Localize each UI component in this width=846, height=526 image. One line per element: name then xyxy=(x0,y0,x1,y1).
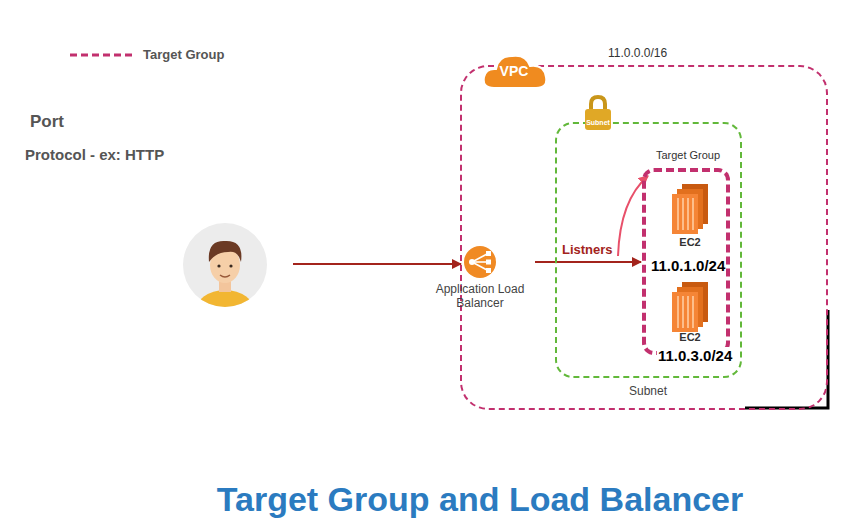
cidr-label: 11.0.1.0/24 xyxy=(650,257,726,274)
bracket-line xyxy=(745,310,828,408)
vpc-badge-text: VPC xyxy=(500,63,529,79)
request-arrow xyxy=(293,263,461,265)
target-group: Target GroupEC211.0.1.0/24EC211.0.3.0/24 xyxy=(642,168,730,355)
diagram-title: Target Group and Load Balancer xyxy=(217,480,743,519)
load-balancer: Application Load Balancer xyxy=(425,244,535,316)
cidr-label: 11.0.0.0/16 xyxy=(608,46,667,60)
subnet-badge-text: Subnet xyxy=(586,119,610,126)
ec2-instance: EC211.0.3.0/24 xyxy=(644,276,728,354)
ec2-instance: EC2 11.0.1.0/24 xyxy=(644,174,728,274)
subnet-lock-icon xyxy=(583,94,613,132)
note-label: Port xyxy=(30,112,64,132)
ec2-icon xyxy=(672,282,708,332)
note-label: Protocol - ex: HTTP xyxy=(25,146,164,163)
legend-line-sample xyxy=(70,54,135,57)
connector-arrow xyxy=(535,261,641,263)
user-icon xyxy=(183,223,267,334)
edge-label: Listners xyxy=(560,242,615,257)
node-label: EC2 xyxy=(679,331,700,343)
ec2-icon xyxy=(672,184,708,234)
node-label: Application Load Balancer xyxy=(427,282,533,310)
node-label: EC2 xyxy=(679,236,700,248)
region-label: Target Group xyxy=(656,149,720,161)
load-balancer-icon xyxy=(462,244,498,280)
legend-label: Target Group xyxy=(143,47,224,62)
cidr-label: 11.0.3.0/24 xyxy=(657,347,733,364)
vpc-region: VPC11.0.0.0/16Application Load BalancerS… xyxy=(460,65,828,410)
region-label: Subnet xyxy=(629,384,667,398)
